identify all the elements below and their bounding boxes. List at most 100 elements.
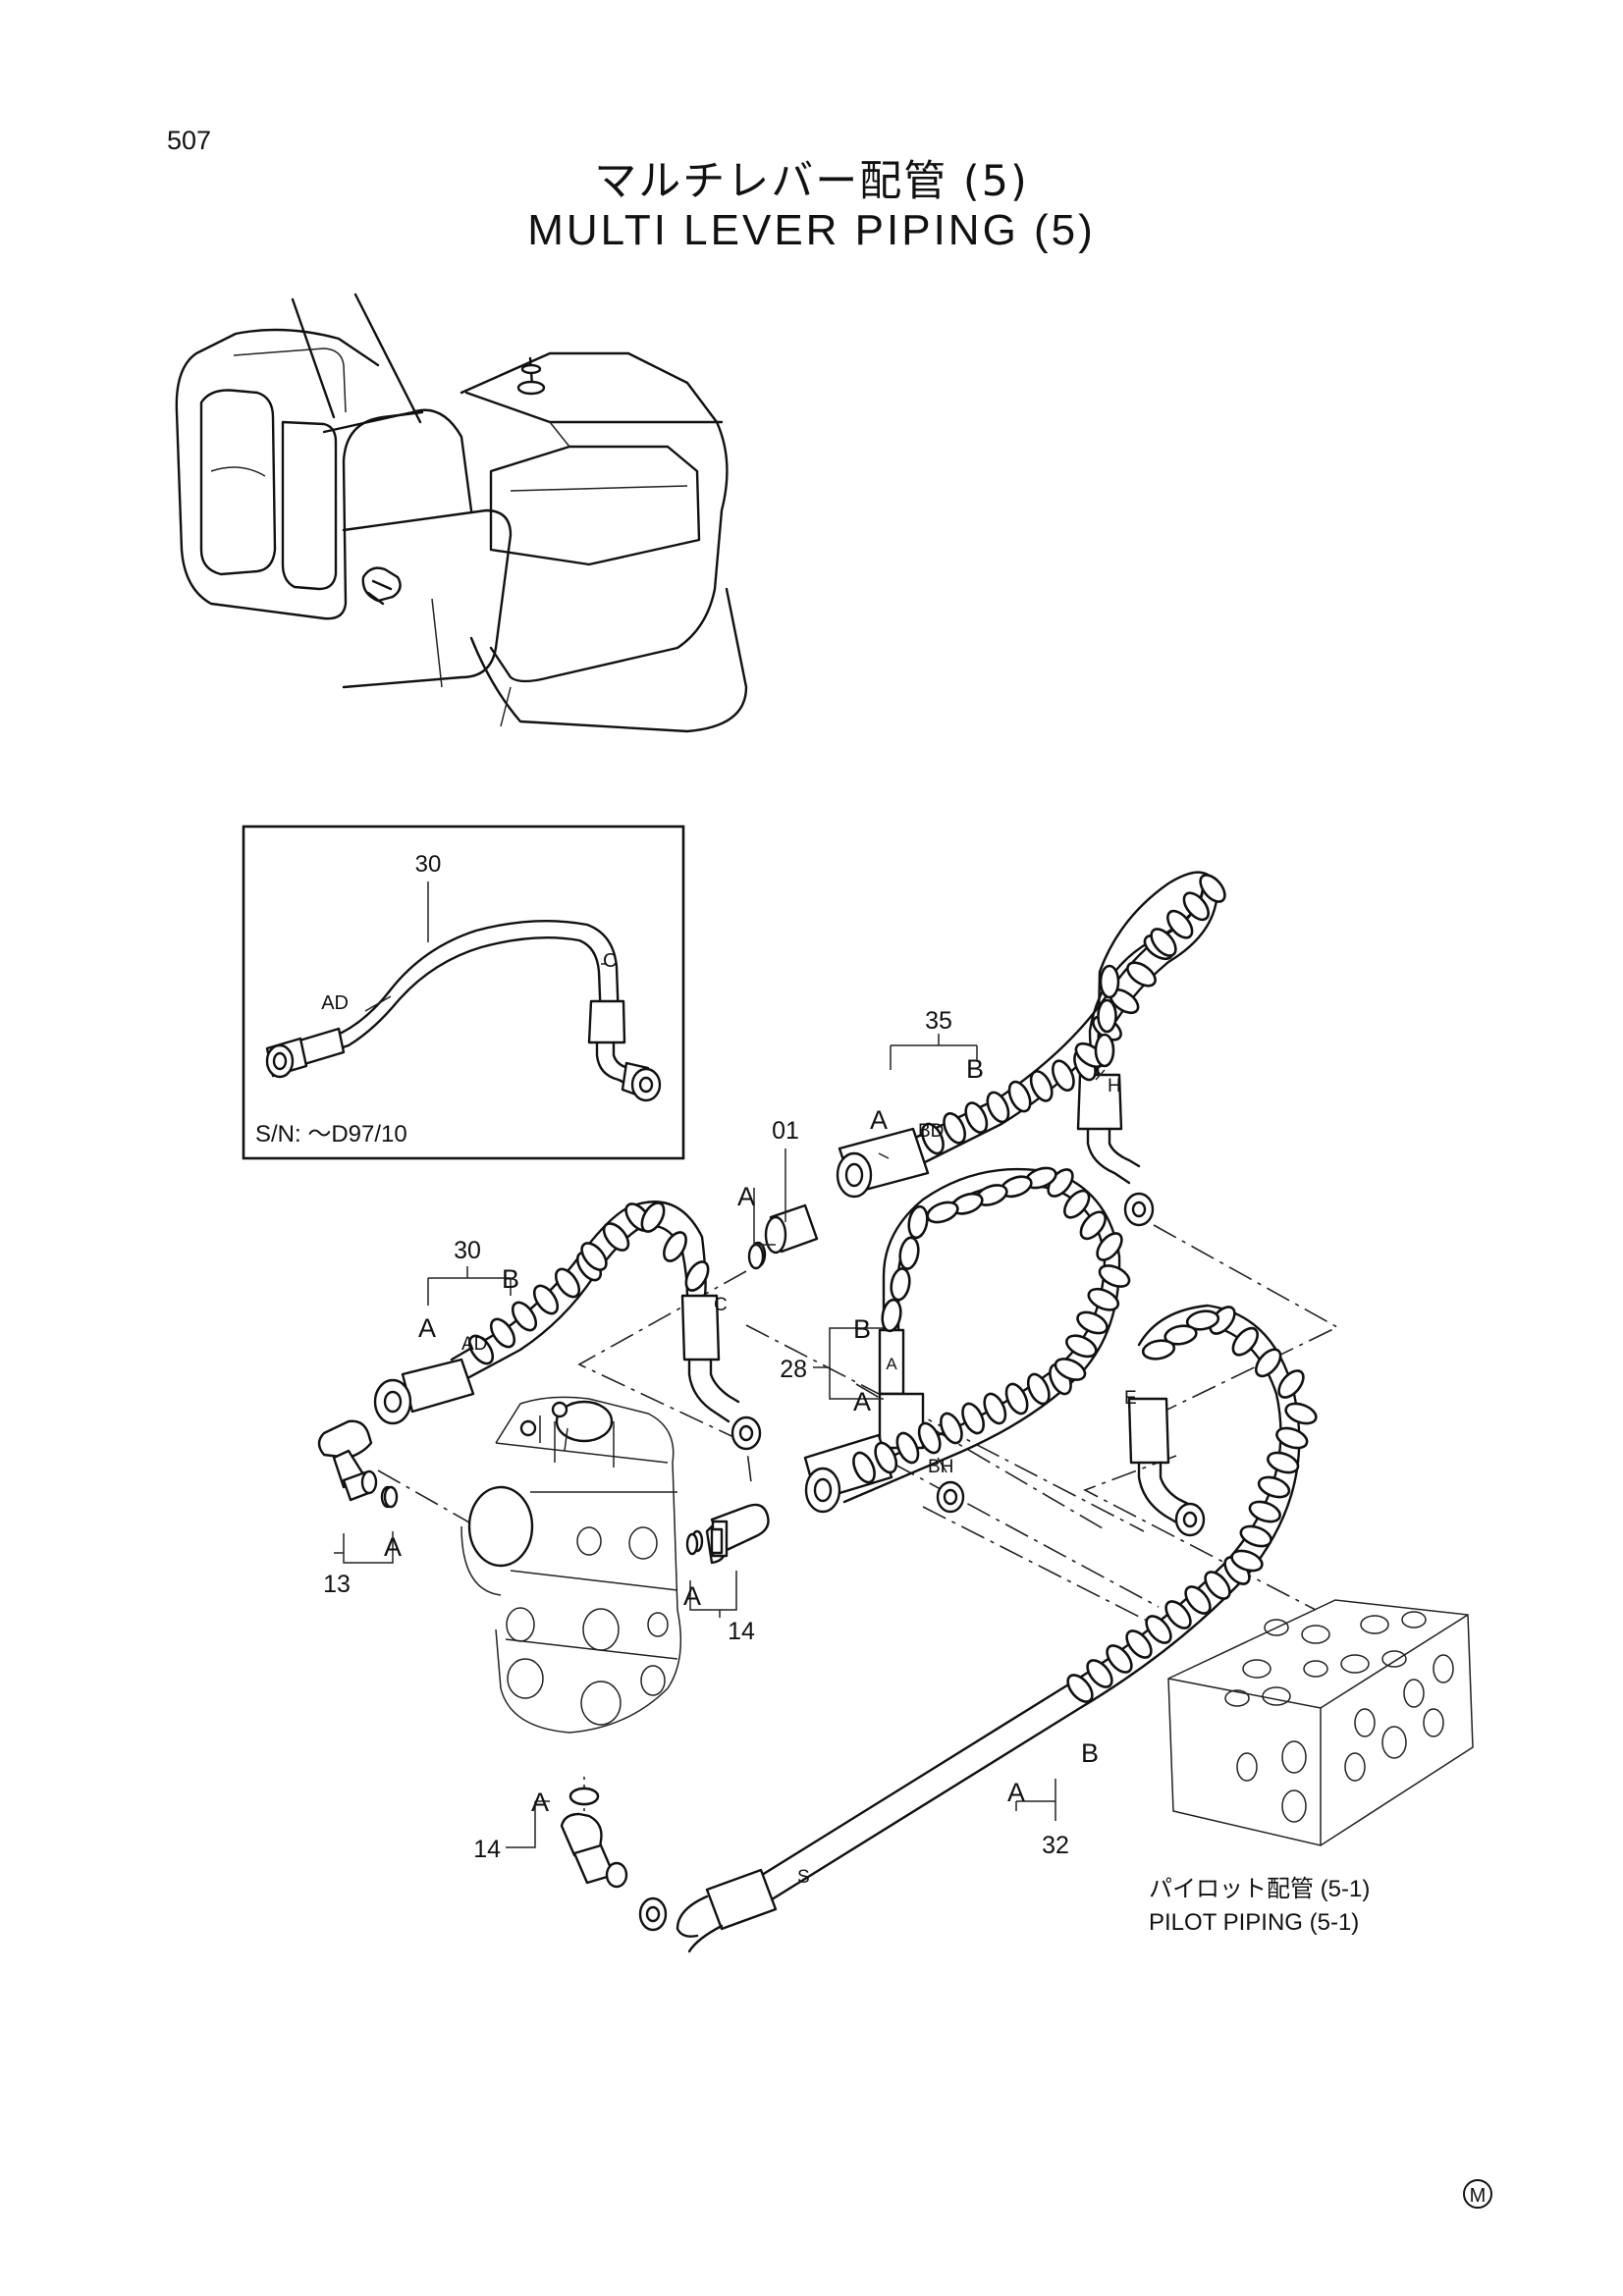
hose-segment [1086, 1659, 1113, 1688]
hose-segment [907, 1204, 929, 1240]
callout-14-upper-a: A [683, 1581, 701, 1611]
hose-segment [1145, 1615, 1172, 1644]
callout-35-b: B [966, 1054, 984, 1084]
callout-28-b: B [853, 1314, 871, 1344]
hose-segment [1267, 1451, 1300, 1474]
callout-01: 01 [772, 1117, 799, 1145]
hose-segment [1257, 1475, 1291, 1499]
callout-30: 30 [454, 1237, 481, 1264]
hose-segment [1284, 1402, 1318, 1425]
hose-segment [926, 1201, 959, 1224]
hose-32 [638, 1304, 1301, 1953]
hose-28 [803, 1167, 1121, 1514]
hose-segment [874, 1441, 898, 1474]
hose-segment [1054, 1358, 1087, 1381]
callout-14-lower-a: A [531, 1788, 549, 1817]
hose-segment [1096, 1232, 1123, 1261]
serial-note: S/N: ～D97/10 [255, 1121, 407, 1148]
hose-corrugation [467, 874, 1318, 1703]
pilot-piping-ref-jp: パイロット配管 (5-1) [1149, 1876, 1370, 1902]
hose-segment [983, 1392, 1007, 1425]
inset-label-ad: AD [321, 992, 349, 1014]
hose-segment [1275, 1426, 1309, 1450]
hose-segment [663, 1231, 687, 1262]
hose-segment [1026, 1372, 1051, 1406]
hose-segment [489, 1317, 516, 1349]
hose-segment [1239, 1524, 1272, 1548]
pilot-piping-ref-en: PILOT PIPING (5-1) [1149, 1909, 1359, 1936]
callout-13-a: A [384, 1532, 402, 1562]
callout-28-a: A [853, 1387, 871, 1416]
callout-14-lower: 14 [473, 1836, 501, 1863]
hose-segment [467, 1334, 495, 1365]
hose-segment [1185, 1309, 1220, 1331]
callout-30-b: B [502, 1264, 519, 1294]
hose-segment [917, 1421, 942, 1455]
hose-segment [1094, 1033, 1115, 1068]
hose-segment [1076, 1310, 1109, 1335]
callout-35-a: A [870, 1105, 888, 1135]
hose-segment [1063, 1189, 1091, 1219]
callout-14-upper: 14 [728, 1618, 755, 1645]
corner-mark: M [1470, 2185, 1487, 2207]
hose-segment [986, 1091, 1010, 1124]
callout-30-a: A [418, 1313, 436, 1343]
callout-32-a: A [1007, 1778, 1025, 1807]
inset-box: 30 AD C S/N: ～D97/10 [242, 825, 685, 1160]
hose-segment [961, 1402, 985, 1435]
hose-segment [684, 1260, 710, 1292]
hose-segment [1066, 1674, 1094, 1703]
hose-segment [1231, 1326, 1259, 1357]
hose-segment [1277, 1369, 1305, 1399]
pilot-valve [460, 1396, 682, 1734]
callout-35: 35 [925, 1007, 952, 1035]
elbow-14-upper [690, 1503, 770, 1565]
hose-segment [1184, 1585, 1212, 1615]
hose-segment [921, 1122, 945, 1155]
hose-segment [1097, 998, 1117, 1034]
hose-segment [1150, 928, 1177, 957]
callout-28: 28 [780, 1356, 807, 1383]
hose-segment [1126, 961, 1157, 988]
callout-32-b: B [1081, 1738, 1099, 1768]
inset-label-c: C [603, 950, 617, 972]
excavator-overview [175, 293, 748, 733]
hose-segment [602, 1222, 630, 1252]
elbow-14-lower [560, 1787, 628, 1889]
hose-30 [373, 1201, 762, 1451]
callout-32: 32 [1042, 1832, 1069, 1859]
hose-segment [890, 1267, 911, 1302]
hose-segment [1255, 1348, 1282, 1378]
hose-segment [881, 1298, 902, 1333]
control-valve-block [1167, 1599, 1474, 1846]
label-30-c: C [714, 1295, 728, 1315]
hose-segment [511, 1301, 538, 1332]
callout-labels: 35 A B BD H 01 A 30 A B AD C 28 B A A BH… [323, 1007, 1137, 1888]
elbow-13 [317, 1419, 396, 1509]
hose-segment [1087, 1287, 1120, 1311]
title-english: MULTI LEVER PIPING (5) [527, 206, 1096, 254]
callout-01-a: A [737, 1182, 755, 1211]
page-number: 507 [167, 126, 212, 155]
callout-brackets [334, 1034, 1056, 1848]
hose-segment [898, 1236, 920, 1270]
hose-segment [1052, 1059, 1075, 1092]
corner-mark-circle [1463, 2179, 1492, 2209]
hose-segment [1079, 1210, 1107, 1241]
hose-segment [1098, 1264, 1131, 1288]
hose-segment [1125, 1629, 1153, 1659]
label-30-ad: AD [461, 1334, 487, 1355]
hose-segment [1182, 891, 1210, 922]
hose-segment [940, 1412, 963, 1445]
hose-segment [1007, 1080, 1032, 1113]
label-28-a: A [886, 1355, 897, 1373]
callout-13: 13 [323, 1571, 351, 1598]
title-japanese: マルチレバー配管 (5) [594, 157, 1029, 206]
label-28-bh: BH [928, 1457, 953, 1477]
label-32-e: E [1124, 1388, 1137, 1409]
hose-segment [1204, 1571, 1231, 1600]
hose-segment [1099, 964, 1120, 999]
hose-segment [943, 1112, 966, 1145]
hose-segment [1230, 1549, 1264, 1573]
